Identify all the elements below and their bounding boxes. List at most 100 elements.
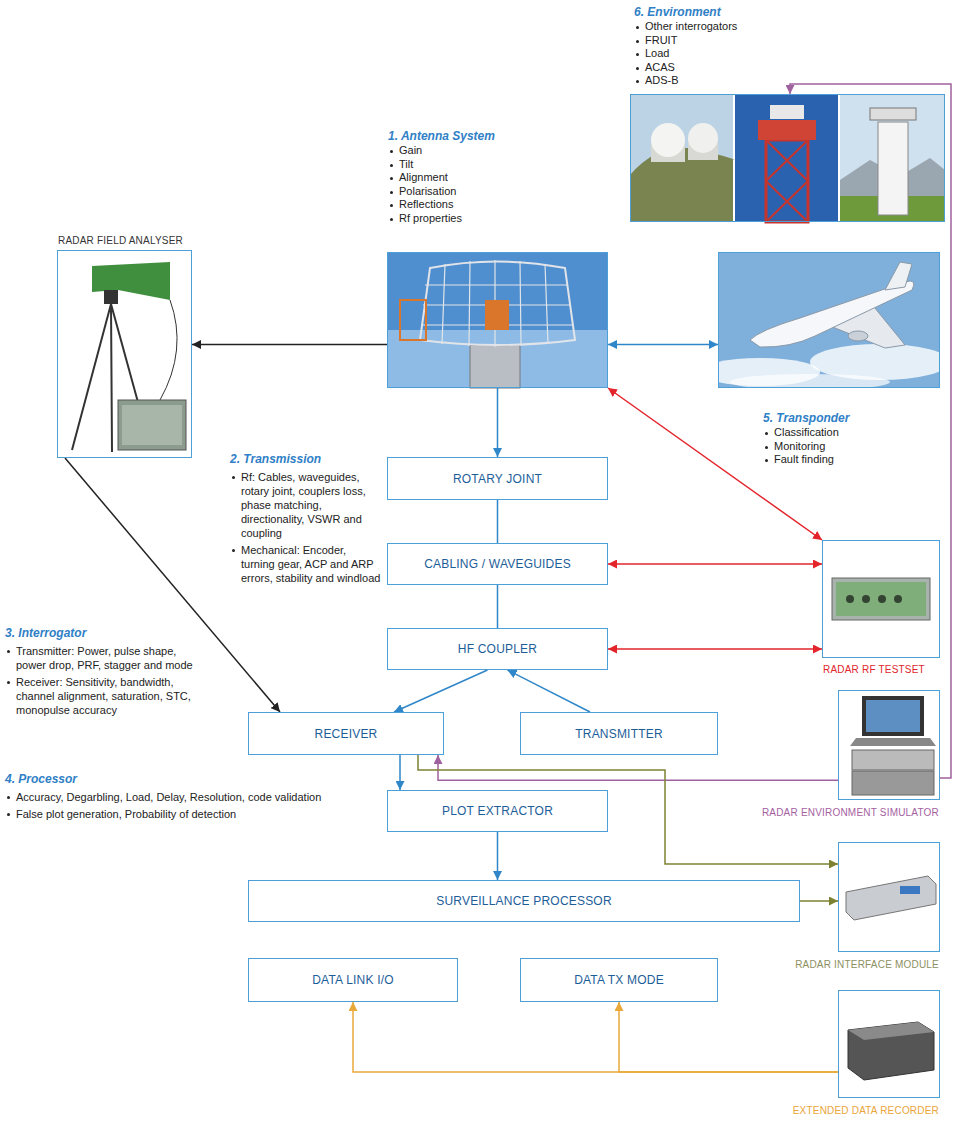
bullet-dot [636,67,639,70]
bullet-row: Fault finding [763,453,849,467]
lattice-bracing [766,140,808,222]
process-box: HF COUPLER [387,628,608,670]
sky [387,252,608,388]
testset-ground [822,540,940,658]
bullet-item: Other interrogators [634,20,737,34]
connector-arrow [497,388,499,457]
bullet-dot [636,40,639,43]
antenna-photo: 1. Antenna SystemGainTiltAlignmentPolari… [387,252,608,388]
module-ground [838,842,940,952]
analyser-front [122,405,182,445]
equipment-caption: EXTENDED DATA RECORDER [793,1105,939,1117]
bullet-text: Accuracy, Degarbling, Load, Delay, Resol… [16,790,377,804]
caption-block: RADAR RF TESTSET [823,664,925,676]
lattice-tower [766,140,808,222]
connector-arrow [800,900,838,902]
bullet-item: ACAS [634,61,737,75]
bullet-dot [765,446,768,449]
radome [651,123,685,157]
bullet-text: FRUIT [645,34,677,48]
connector-arrow [438,755,838,780]
connector-arrow [608,563,822,565]
section-heading: 2. Transmission [230,452,382,467]
connector-arrow [508,670,591,712]
bullet-item: Load [634,47,737,61]
box-label: TRANSMITTER [575,727,663,741]
cable [160,300,177,400]
bullet-row: Accuracy, Degarbling, Load, Delay, Resol… [5,790,377,804]
bullet-dot [390,218,393,221]
bullet-text: Receiver: Sensitivity, bandwidth, channe… [16,675,205,717]
bullet-item: Tilt [388,158,495,172]
bullet-dot [390,164,393,167]
bullet-text: ADS-B [645,74,679,88]
interface-module: RADAR INTERFACE MODULE [838,842,940,952]
section-heading: 3. Interrogator [5,626,205,641]
tower-antenna [770,105,804,119]
bullet-row: Rf: Cables, waveguides, rotary joint, co… [230,470,382,540]
laptop-display [866,700,920,732]
bullet-row: Alignment [388,171,495,185]
bullet-text: Rf: Cables, waveguides, rotary joint, co… [241,470,382,540]
simulator-ground [838,690,940,800]
bullet-row: Load [634,47,737,61]
bullet-dot [765,432,768,435]
bullet-row: Gain [388,144,495,158]
equipment-caption: RADAR RF TESTSET [823,664,925,676]
bullet-row: Reflections [388,198,495,212]
section-heading: 4. Processor [5,772,205,787]
antenna-tower [470,345,520,388]
caption-block: 1. Antenna SystemGainTiltAlignmentPolari… [388,129,495,225]
bullet-item: ADS-B [634,74,737,88]
aircraft-photo: 5. TransponderClassificationMonitoringFa… [718,252,940,388]
bullet-text: Tilt [399,158,413,172]
callout-heading: 1. Antenna System [388,129,495,144]
callout-heading: 1. Antenna System [388,129,495,144]
caption-block: RADAR ENVIRONMENT SIMULATOR [762,807,939,819]
connector-arrow [353,1002,838,1072]
sky [840,94,945,222]
bullet-text: Mechanical: Encoder, turning gear, ACP a… [241,543,382,585]
box-label: RECEIVER [315,727,378,741]
bullet-dot [765,459,768,462]
bullet-dot [7,796,10,799]
bullet-text: Polarisation [399,185,456,199]
box-label: HF COUPLER [458,642,537,656]
radome [688,123,718,153]
connector-arrow [192,344,387,346]
tower-platform [758,120,816,140]
box-label: DATA LINK I/O [312,973,394,987]
caption-block: 5. TransponderClassificationMonitoringFa… [763,411,849,467]
laptop-keyboard [850,738,936,746]
bullet-row: FRUIT [634,34,737,48]
caption-block: 6. EnvironmentOther interrogatorsFRUITLo… [634,5,737,88]
interface-unit [846,876,936,920]
rf-testset: RADAR RF TESTSET [822,540,940,658]
caption-block: RADAR FIELD ANALYSER [58,235,183,247]
bullet-row: Monitoring [763,440,849,454]
process-box: RECEIVER [248,712,444,755]
fuselage [750,281,914,347]
box-label: PLOT EXTRACTOR [442,804,553,818]
bullet-text: Transmitter: Power, pulse shape, power d… [16,644,205,672]
tail [885,262,912,290]
bullet-dot [390,177,393,180]
bullet-item: Accuracy, Degarbling, Load, Delay, Resol… [5,790,377,804]
testset-front [836,582,926,616]
equipment-caption: RADAR ENVIRONMENT SIMULATOR [762,807,939,819]
field-analyser: RADAR FIELD ANALYSER [57,250,192,458]
process-box: DATA LINK I/O [248,958,458,1002]
bullet-dot [7,650,10,653]
bullet-text: Gain [399,144,422,158]
data-recorder: EXTENDED DATA RECORDER [838,990,940,1098]
section-heading: 2. Transmission [230,452,382,467]
bullet-row: Classification [763,426,849,440]
caption-block: EXTENDED DATA RECORDER [793,1105,939,1117]
feed-horn [485,300,509,330]
process-box: DATA TX MODE [520,958,718,1002]
bullet-dot [7,813,10,816]
engine [848,331,868,341]
reflector-grid [421,260,573,347]
